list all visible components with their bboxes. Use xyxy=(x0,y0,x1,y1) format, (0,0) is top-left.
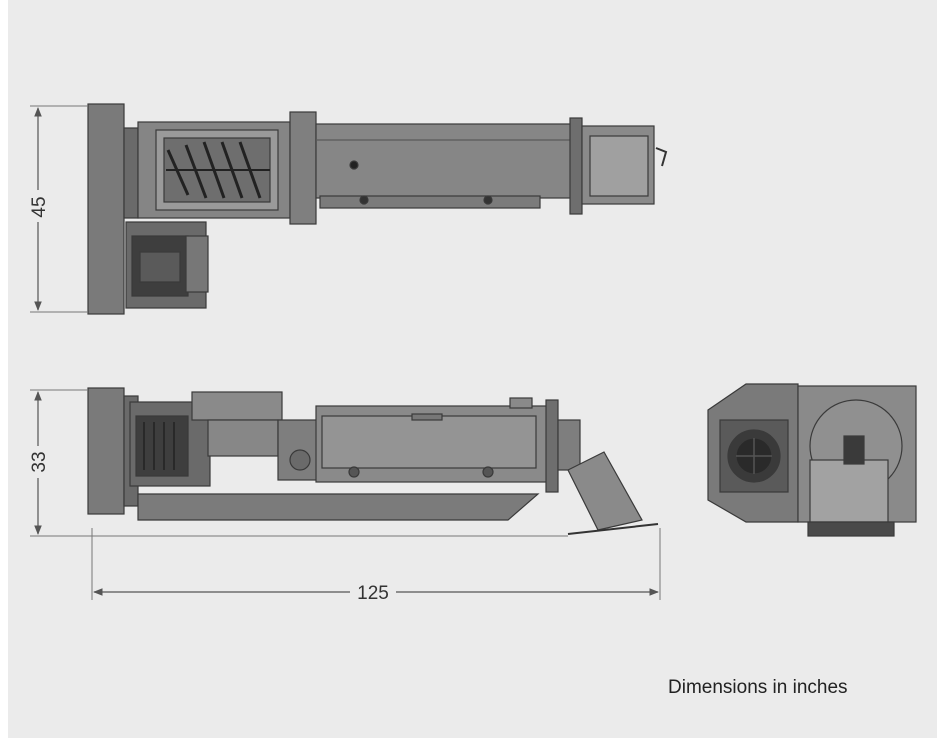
caption: Dimensions in inches xyxy=(668,677,848,698)
side-view-machine xyxy=(87,387,659,535)
end-view-machine xyxy=(707,383,917,537)
drawing-frame: 45 33 xyxy=(8,0,937,738)
dim-label-45: 45 xyxy=(29,196,50,217)
dimension-45: 45 xyxy=(28,105,88,313)
top-view-machine xyxy=(87,103,668,315)
dimension-125: 125 xyxy=(91,528,661,604)
dim-label-125: 125 xyxy=(357,583,389,604)
dimension-33: 33 xyxy=(28,389,568,537)
technical-drawing: 45 33 xyxy=(28,103,917,604)
dim-label-33: 33 xyxy=(29,451,50,472)
